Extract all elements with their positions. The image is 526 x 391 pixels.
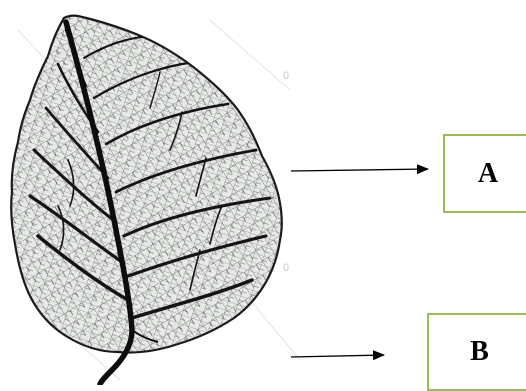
watermark: 0 <box>283 262 289 274</box>
label-box-b: B <box>427 313 526 391</box>
watermark: 0 <box>283 70 289 82</box>
label-box-a: A <box>443 134 526 213</box>
arrow-a <box>291 169 428 171</box>
arrow-b <box>291 355 384 357</box>
label-b-text: B <box>470 336 489 368</box>
label-a-text: A <box>478 158 498 190</box>
skeleton-leaf <box>0 0 300 385</box>
